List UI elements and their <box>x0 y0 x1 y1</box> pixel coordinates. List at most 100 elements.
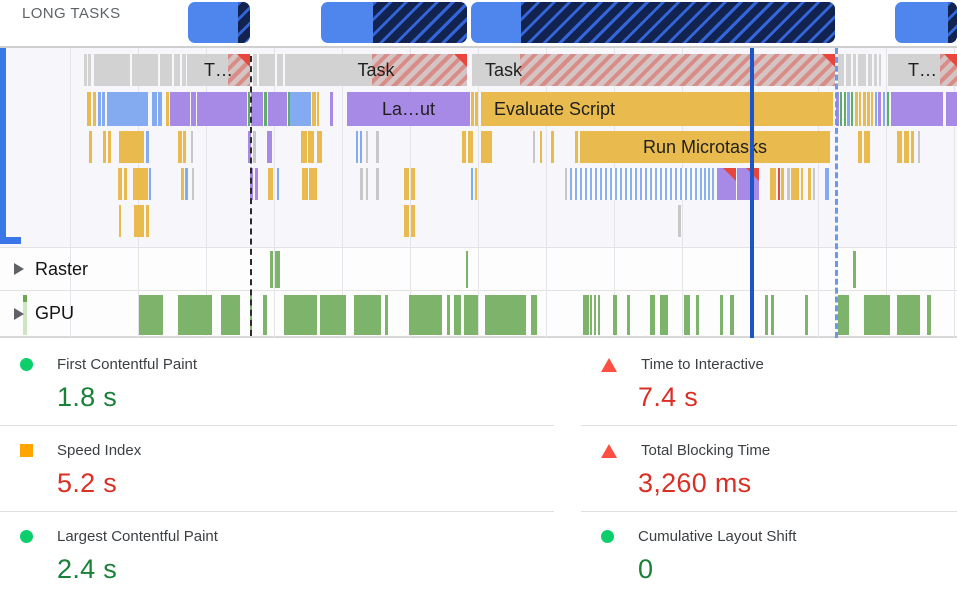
gpu-activity-bar[interactable] <box>627 295 630 335</box>
flame-micro-bar[interactable] <box>847 92 850 126</box>
flame-micro-bar[interactable] <box>376 168 379 200</box>
flame-micro-bar[interactable] <box>93 92 96 126</box>
flame-micro-bar[interactable] <box>853 54 856 86</box>
flame-micro-bar[interactable] <box>133 168 148 200</box>
gpu-activity-bar[interactable] <box>531 295 537 335</box>
collapse-arrow-icon[interactable] <box>14 307 24 320</box>
flame-micro-bar[interactable] <box>87 92 91 126</box>
gpu-activity-bar[interactable] <box>771 295 774 335</box>
flame-micro-bar[interactable] <box>404 168 409 200</box>
flame-micro-bar[interactable] <box>781 168 784 200</box>
collapse-arrow-icon[interactable] <box>14 263 24 275</box>
flame-micro-bar[interactable] <box>846 54 851 86</box>
flame-micro-bar[interactable] <box>317 92 319 126</box>
flame-micro-bar[interactable] <box>360 168 363 200</box>
flame-micro-bar[interactable] <box>197 92 247 126</box>
raster-activity-bar[interactable] <box>853 251 856 288</box>
flame-micro-bar[interactable] <box>253 131 256 163</box>
flame-event-bar[interactable]: T… <box>888 54 957 86</box>
flame-micro-bar[interactable] <box>376 131 379 163</box>
track-selection-bracket[interactable] <box>0 48 21 244</box>
flame-micro-bar[interactable] <box>89 131 92 163</box>
flame-micro-bar[interactable] <box>879 54 881 86</box>
flame-micro-bar[interactable] <box>88 54 91 86</box>
flame-micro-bar[interactable] <box>411 168 415 200</box>
gpu-activity-bar[interactable] <box>385 295 388 335</box>
raster-track-header[interactable]: Raster <box>14 248 88 290</box>
flame-micro-bar[interactable] <box>107 92 148 126</box>
long-task-bar[interactable] <box>321 2 467 43</box>
flame-micro-bar[interactable] <box>540 131 542 163</box>
flame-micro-bar[interactable] <box>166 92 169 126</box>
flame-micro-bar[interactable] <box>551 131 554 163</box>
flame-micro-bar[interactable] <box>878 92 881 126</box>
flame-micro-bar[interactable] <box>152 92 157 126</box>
flame-micro-bar[interactable] <box>268 92 287 126</box>
gpu-activity-bar[interactable] <box>23 295 27 335</box>
gpu-activity-bar[interactable] <box>454 295 461 335</box>
flame-micro-bar[interactable] <box>813 168 815 200</box>
gpu-activity-bar[interactable] <box>765 295 768 335</box>
flame-micro-bar[interactable] <box>267 131 272 163</box>
flame-micro-bar[interactable] <box>255 168 258 200</box>
flame-micro-bar[interactable] <box>181 168 184 200</box>
flame-micro-bar[interactable] <box>700 168 714 200</box>
gpu-activity-bar[interactable] <box>178 295 212 335</box>
flame-micro-bar[interactable] <box>883 92 885 126</box>
flame-micro-bar[interactable] <box>411 205 415 237</box>
flame-micro-bar[interactable] <box>471 92 474 126</box>
long-task-bar[interactable] <box>471 2 835 43</box>
flame-micro-bar[interactable] <box>462 131 466 163</box>
flame-micro-bar[interactable] <box>102 92 105 126</box>
gpu-activity-bar[interactable] <box>660 295 668 335</box>
flame-micro-bar[interactable] <box>290 92 311 126</box>
gpu-activity-bar[interactable] <box>684 295 690 335</box>
long-task-bar[interactable] <box>188 2 250 43</box>
gpu-activity-bar[interactable] <box>320 295 346 335</box>
flame-micro-bar[interactable] <box>864 131 870 163</box>
flame-micro-bar[interactable] <box>185 168 188 200</box>
gpu-activity-bar[interactable] <box>613 295 617 335</box>
gpu-activity-bar[interactable] <box>897 295 920 335</box>
flame-micro-bar[interactable] <box>360 131 362 163</box>
flame-micro-bar[interactable] <box>859 92 861 126</box>
flame-micro-bar[interactable] <box>248 131 251 163</box>
flame-micro-bar[interactable] <box>825 168 829 200</box>
flame-micro-bar[interactable] <box>191 92 196 126</box>
flame-micro-bar[interactable] <box>838 54 844 86</box>
gpu-activity-bar[interactable] <box>805 295 808 335</box>
flame-micro-bar[interactable] <box>192 168 194 200</box>
flame-micro-bar[interactable] <box>309 168 317 200</box>
flame-micro-bar[interactable] <box>119 205 121 237</box>
flame-micro-bar[interactable] <box>160 54 172 86</box>
flame-micro-bar[interactable] <box>268 168 273 200</box>
flame-micro-bar[interactable] <box>317 131 322 163</box>
flame-micro-bar[interactable] <box>840 92 842 126</box>
flame-micro-bar[interactable] <box>887 92 889 126</box>
flame-micro-bar[interactable] <box>844 92 846 126</box>
gpu-activity-bar[interactable] <box>139 295 163 335</box>
gpu-activity-bar[interactable] <box>583 295 589 335</box>
gpu-activity-bar[interactable] <box>838 295 849 335</box>
flame-event-bar[interactable]: Evaluate Script <box>481 92 833 126</box>
raster-activity-bar[interactable] <box>270 251 273 288</box>
gpu-activity-bar[interactable] <box>221 295 240 335</box>
gpu-activity-bar[interactable] <box>730 295 734 335</box>
flame-micro-bar[interactable] <box>134 205 144 237</box>
flame-micro-bar[interactable] <box>191 131 193 163</box>
gpu-activity-bar[interactable] <box>590 295 592 335</box>
flame-micro-bar[interactable] <box>874 54 877 86</box>
flame-micro-bar[interactable] <box>253 54 257 86</box>
flame-micro-bar[interactable] <box>182 54 186 86</box>
flame-micro-bar[interactable] <box>248 92 250 126</box>
flame-micro-bar[interactable] <box>897 131 902 163</box>
flame-micro-bar[interactable] <box>170 92 190 126</box>
flame-micro-bar[interactable] <box>808 168 811 200</box>
gpu-activity-bar[interactable] <box>864 295 890 335</box>
flame-micro-bar[interactable] <box>302 168 308 200</box>
flame-micro-bar[interactable] <box>149 168 151 200</box>
raster-activity-bar[interactable] <box>275 251 280 288</box>
flame-micro-bar[interactable] <box>264 92 267 126</box>
flame-micro-bar[interactable] <box>851 92 853 126</box>
gpu-activity-bar[interactable] <box>594 295 596 335</box>
